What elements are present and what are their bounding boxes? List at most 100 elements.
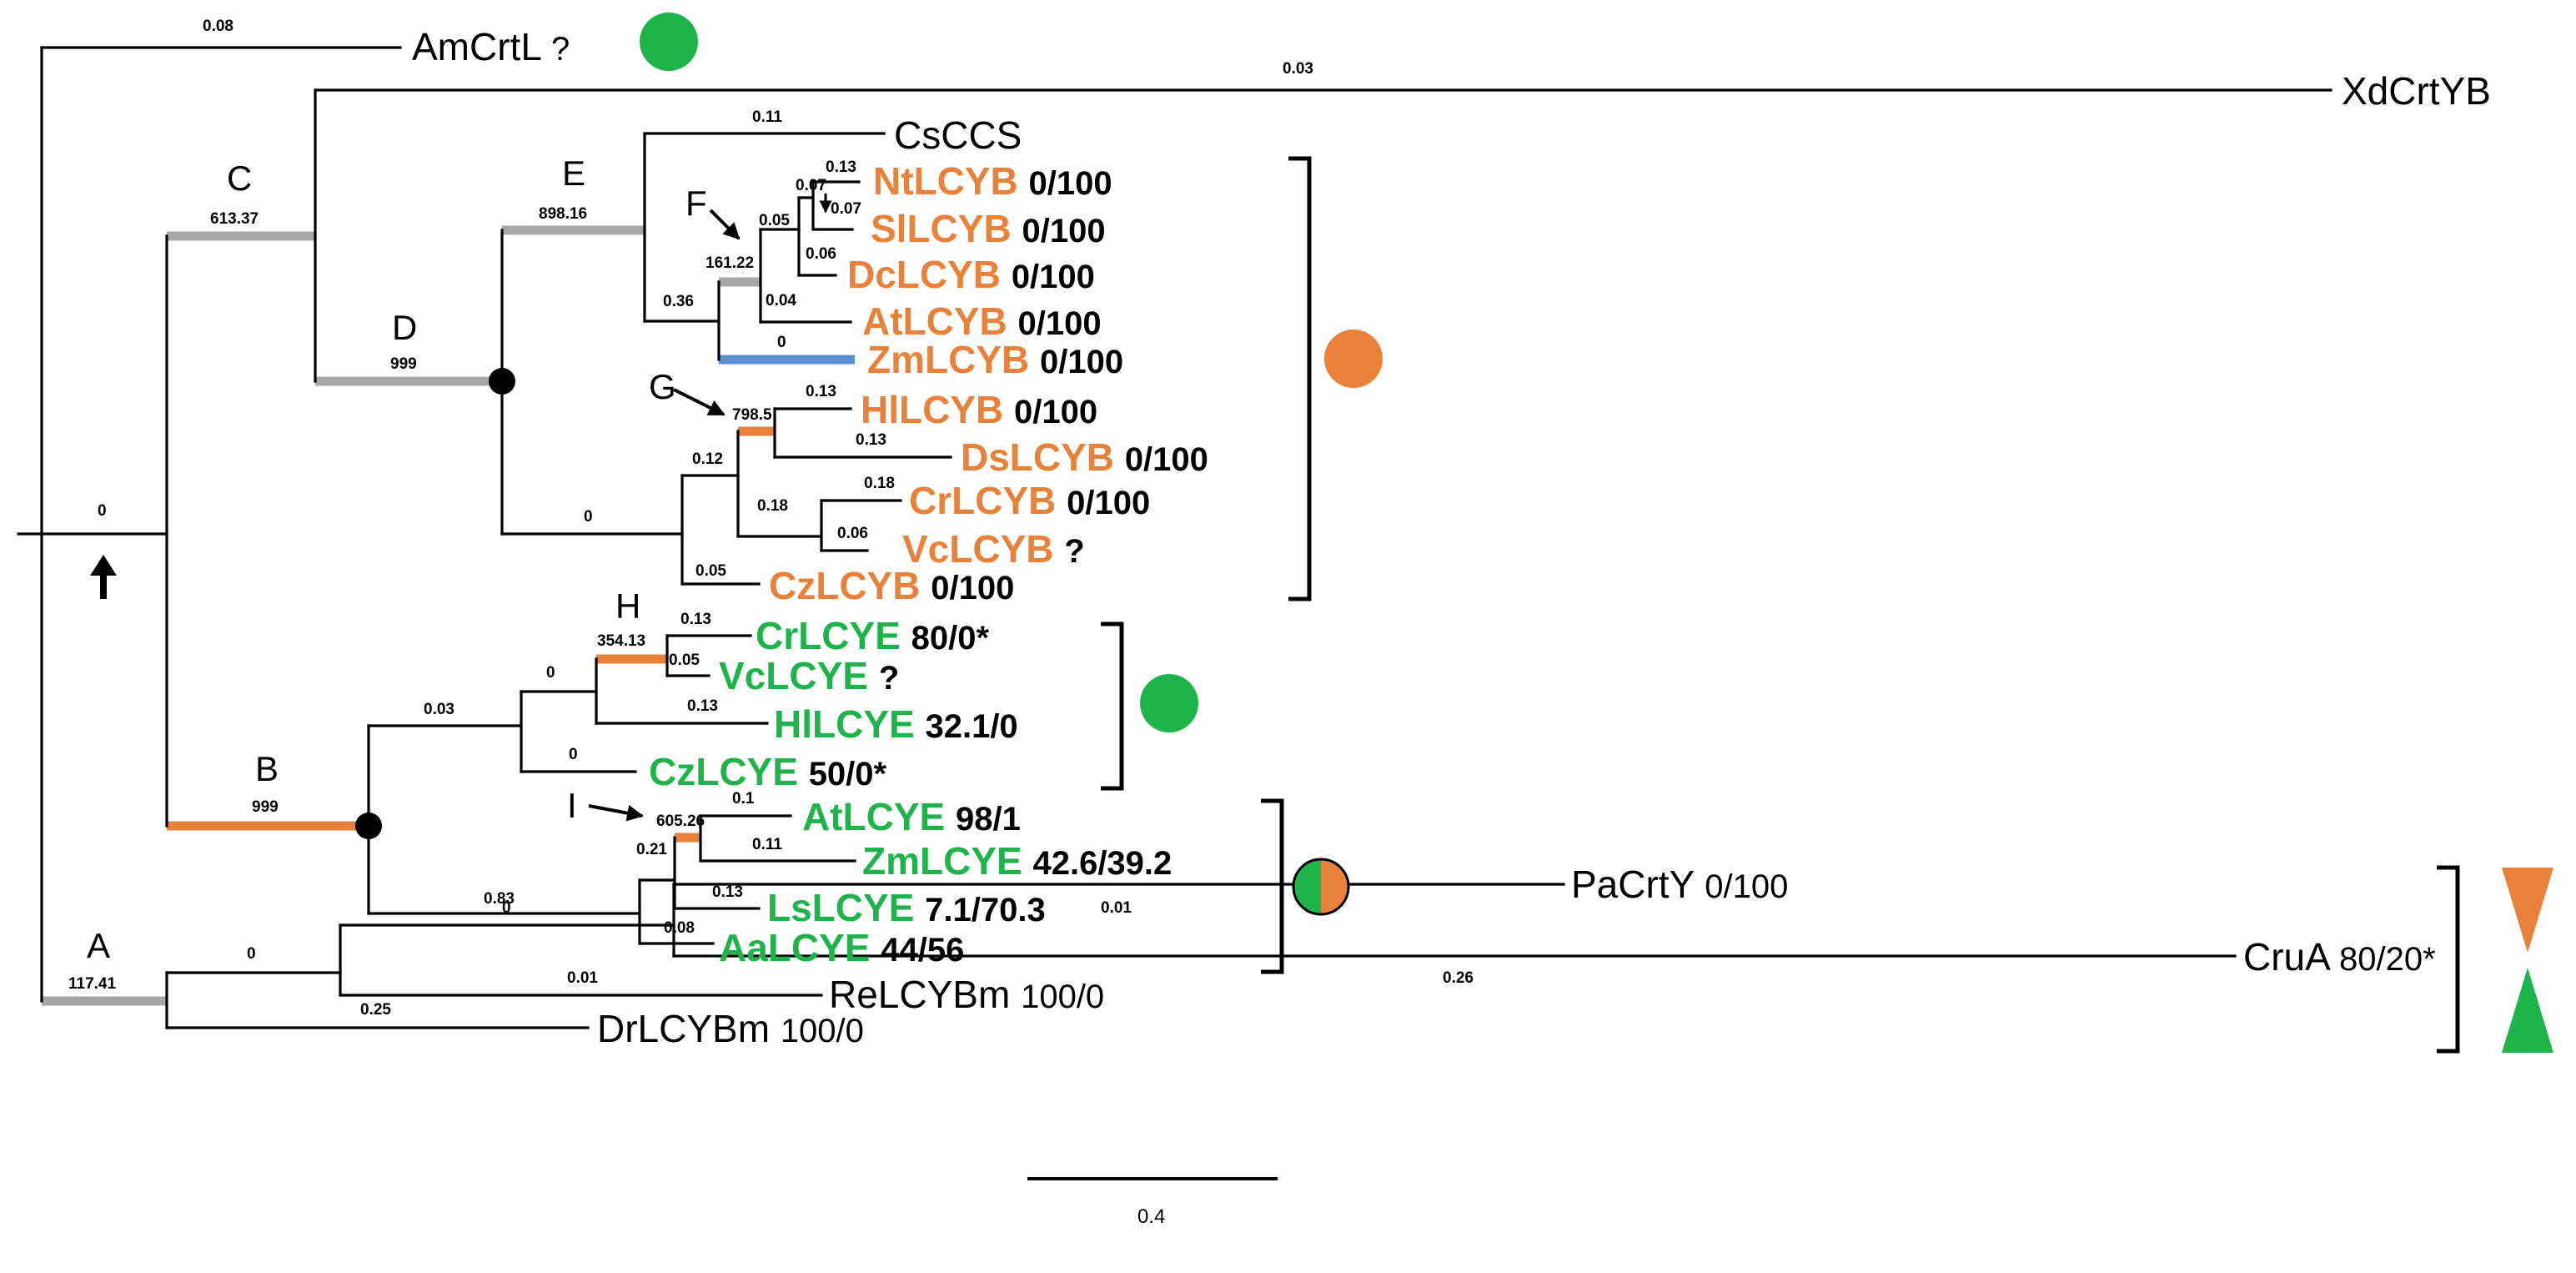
blen: 0.13 (687, 697, 718, 715)
blen: 0 (584, 508, 593, 526)
bracket-plant-lcye (1261, 798, 1284, 974)
blen: 0 (777, 334, 786, 351)
blen: 0.01 (1101, 899, 1132, 917)
node-support-D: 999 (390, 355, 417, 373)
green-circle-icon (1140, 674, 1198, 732)
taxon-pacrty: PaCrtY 0/100 (1571, 863, 1788, 906)
taxon-zmlcye: ZmLCYE 42.6/39.2 (862, 839, 1172, 883)
taxon-labels: AmCrtL ? XdCrtYB CsCCS NtLCYB 0/100 SlLC… (412, 25, 2491, 1050)
blen: 0.13 (856, 431, 886, 449)
blen: 0.04 (766, 292, 796, 309)
taxon-csccs: CsCCS (894, 113, 1022, 157)
tree-branches (17, 46, 2332, 1029)
clade-brackets (1101, 156, 2460, 1054)
blen: 0.07 (796, 177, 826, 194)
root-arrow-icon (90, 555, 117, 599)
bracket-bacterial (2437, 865, 2460, 1054)
node-label-B: B (255, 749, 279, 788)
blen: 0.05 (695, 562, 726, 580)
taxon-sllcyb: SlLCYB 0/100 (871, 207, 1106, 250)
taxon-drlcybm: DrLCYBm 100/0 (597, 1007, 864, 1050)
blen: 0.26 (1443, 969, 1474, 987)
pointer-arrow-icon (588, 194, 832, 822)
node-support-F: 161.22 (706, 254, 754, 272)
blen: 0.12 (692, 450, 723, 468)
taxon-vclcyb: VcLCYB ? (902, 527, 1085, 571)
node-label-F: F (685, 184, 707, 223)
taxon-crlcyb: CrLCYB 0/100 (909, 479, 1150, 522)
taxon-amcrtl: AmCrtL ? (412, 25, 570, 68)
node-label-C: C (227, 158, 252, 198)
scale-bar: 0.4 (1027, 1177, 1278, 1228)
green-circle-icon (640, 13, 698, 71)
node-label-G: G (649, 367, 676, 406)
blen: 0.21 (636, 841, 667, 858)
taxon-hllcyb: HlLCYB 0/100 (861, 388, 1097, 431)
blen: 0.25 (360, 1001, 391, 1019)
node-label-H: H (615, 586, 640, 626)
branch-length-labels: 0.08 0.03 0.11 0.13 0.07 0.07 0.05 0.06 … (98, 18, 1474, 1019)
green-up-triangle-icon (2502, 968, 2553, 1053)
taxon-atlcyb: AtLCYB 0/100 (862, 299, 1102, 343)
node-support-I: 605.26 (656, 813, 705, 830)
node-dot-B (355, 813, 382, 839)
taxon-dslcyb: DsLCYB 0/100 (961, 435, 1208, 479)
node-label-A: A (87, 926, 110, 965)
blen: 0.03 (424, 701, 454, 718)
node-support-H: 354.13 (597, 632, 645, 650)
blen: 0 (502, 899, 511, 917)
blen: 0.08 (664, 919, 695, 937)
node-support-E: 898.16 (539, 205, 587, 223)
node-label-I: I (567, 786, 577, 825)
half-green-orange-circle-icon (1292, 858, 1350, 916)
blen: 0 (98, 502, 107, 520)
blen: 0 (569, 746, 578, 763)
blen: 0.13 (806, 383, 836, 400)
node-support-C: 613.37 (210, 210, 259, 228)
taxon-ntlcyb: NtLCYB 0/100 (873, 159, 1112, 203)
blen: 0.01 (567, 969, 598, 987)
taxon-dclcyb: DcLCYB 0/100 (847, 253, 1095, 296)
blen: 0.07 (831, 200, 861, 218)
blen: 0.05 (759, 212, 790, 229)
blen: 0 (247, 945, 256, 963)
blen: 0.06 (837, 525, 868, 542)
taxon-aalcye: AaLCYE 44/56 (719, 926, 964, 969)
taxon-vclcye: VcLCYE ? (719, 654, 899, 697)
taxon-crua: CruA 80/20* (2243, 935, 2436, 979)
blen: 0.13 (712, 883, 743, 901)
blen: 0.03 (1283, 60, 1313, 78)
blen: 0.05 (669, 652, 700, 669)
scale-bar-label: 0.4 (1137, 1205, 1165, 1228)
taxon-hllcye: HlLCYE 32.1/0 (774, 702, 1018, 746)
node-support-G: 798.5 (732, 406, 772, 424)
blen: 0.1 (732, 790, 755, 808)
taxon-czlcye: CzLCYE 50/0* (649, 750, 887, 793)
highlighted-branches (42, 225, 855, 1006)
blen: 0.11 (752, 108, 782, 126)
bracket-algal-lcye (1101, 621, 1124, 791)
blen: 0.18 (757, 497, 788, 515)
orange-down-triangle-icon (2502, 868, 2553, 953)
node-support-A: 117.41 (68, 975, 116, 993)
bracket-lcyb (1288, 156, 1312, 601)
blen: 0 (546, 664, 555, 682)
blen: 0.18 (864, 475, 895, 492)
blen: 0.08 (203, 18, 233, 35)
taxon-relcybm: ReLCYBm 100/0 (829, 973, 1104, 1016)
orange-circle-icon (1324, 330, 1383, 388)
blen: 0.13 (826, 158, 856, 176)
node-label-D: D (392, 308, 417, 347)
blen: 0.83 (484, 890, 515, 908)
node-support-B: 999 (252, 798, 279, 816)
taxon-crlcye: CrLCYE 80/0* (756, 614, 989, 657)
taxon-czlcyb: CzLCYB 0/100 (769, 564, 1014, 607)
node-labels: C 613.37 D 999 E 898.16 F 161.22 G 798.5… (68, 153, 772, 993)
node-label-E: E (562, 153, 585, 193)
blen: 0.13 (680, 611, 711, 628)
blen: 0.11 (752, 836, 782, 853)
node-dot-D (489, 368, 515, 395)
taxon-atlcye: AtLCYE 98/1 (802, 795, 1021, 838)
blen: 0.06 (806, 245, 836, 263)
